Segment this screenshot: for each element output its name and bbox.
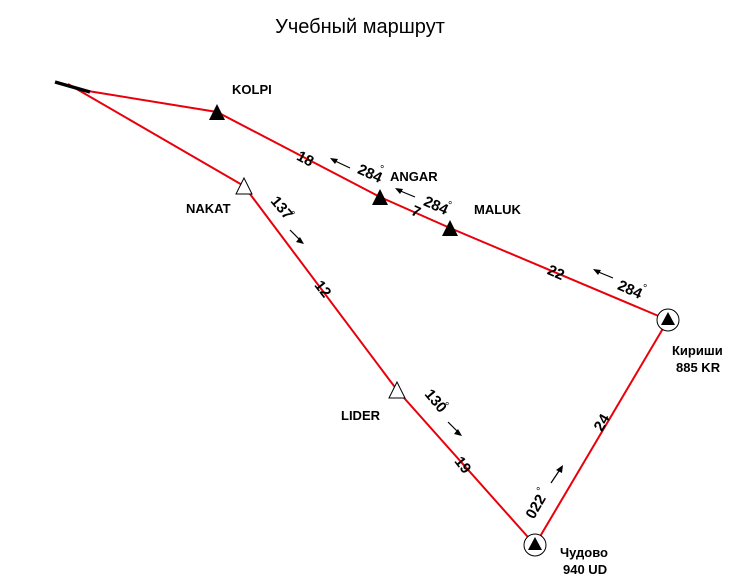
degree-symbol: ° xyxy=(448,200,452,212)
degree-symbol: ° xyxy=(380,164,384,176)
maluk-triangle-icon xyxy=(442,220,458,236)
kirishi-freq-label: 885 KR xyxy=(676,360,721,375)
kolpi-triangle-icon xyxy=(209,104,225,120)
route-line-south-west xyxy=(67,83,536,546)
lider-label: LIDER xyxy=(341,408,381,423)
lider-triangle-icon xyxy=(388,380,406,399)
runway-symbol xyxy=(54,80,91,94)
route-lines xyxy=(54,80,669,546)
course-arrowhead-nakat xyxy=(296,237,304,244)
kirishi-ndb-icon xyxy=(656,308,680,332)
nakat-label: NAKAT xyxy=(186,201,231,216)
map-title: Учебный маршрут xyxy=(275,16,445,38)
leg-distance-kirishi-chudovo: 24 xyxy=(591,411,614,435)
course-angar-group: 284 ° xyxy=(330,158,385,187)
course-arrowhead-angar xyxy=(330,158,338,164)
leg-distance-angar-maluk: 7 xyxy=(409,202,424,221)
course-maluk-group: 284 ° xyxy=(395,188,452,219)
angar-triangle-icon xyxy=(372,189,388,205)
route-line-north xyxy=(87,90,669,321)
degree-symbol: ° xyxy=(643,283,647,295)
course-label-maluk: 284 xyxy=(421,193,451,219)
course-arrowhead-maluk xyxy=(395,188,403,194)
nakat-triangle-icon xyxy=(235,176,253,195)
angar-label: ANGAR xyxy=(390,169,438,184)
course-chudovo-group: 022 ° xyxy=(522,465,563,522)
degree-symbol: ° xyxy=(291,210,295,222)
kirishi-name-label: Кириши xyxy=(672,343,723,358)
course-arrowhead-lider xyxy=(454,429,462,436)
leg-distance-chudovo-lider: 19 xyxy=(451,453,475,477)
chudovo-freq-label: 940 UD xyxy=(563,562,607,577)
course-lider-group: 130 ° xyxy=(421,386,462,436)
course-kirishi-group: 284 ° xyxy=(593,269,647,303)
chudovo-name-label: Чудово xyxy=(560,545,608,560)
chudovo-ndb-icon xyxy=(523,533,547,557)
course-arrowhead-chudovo xyxy=(556,465,563,473)
degree-symbol: ° xyxy=(445,401,449,413)
course-arrowhead-kirishi xyxy=(593,269,601,275)
leg-distance-kolpi-angar: 18 xyxy=(294,148,317,171)
leg-distance-lider-nakat: 12 xyxy=(311,277,335,301)
maluk-label: MALUK xyxy=(474,202,522,217)
leg-distance-maluk-kirishi: 22 xyxy=(545,262,567,284)
degree-symbol: ° xyxy=(536,486,540,498)
kolpi-label: KOLPI xyxy=(232,82,272,97)
route-line-kirishi-chudovo xyxy=(534,319,669,546)
course-nakat-group: 137 ° xyxy=(267,193,304,244)
